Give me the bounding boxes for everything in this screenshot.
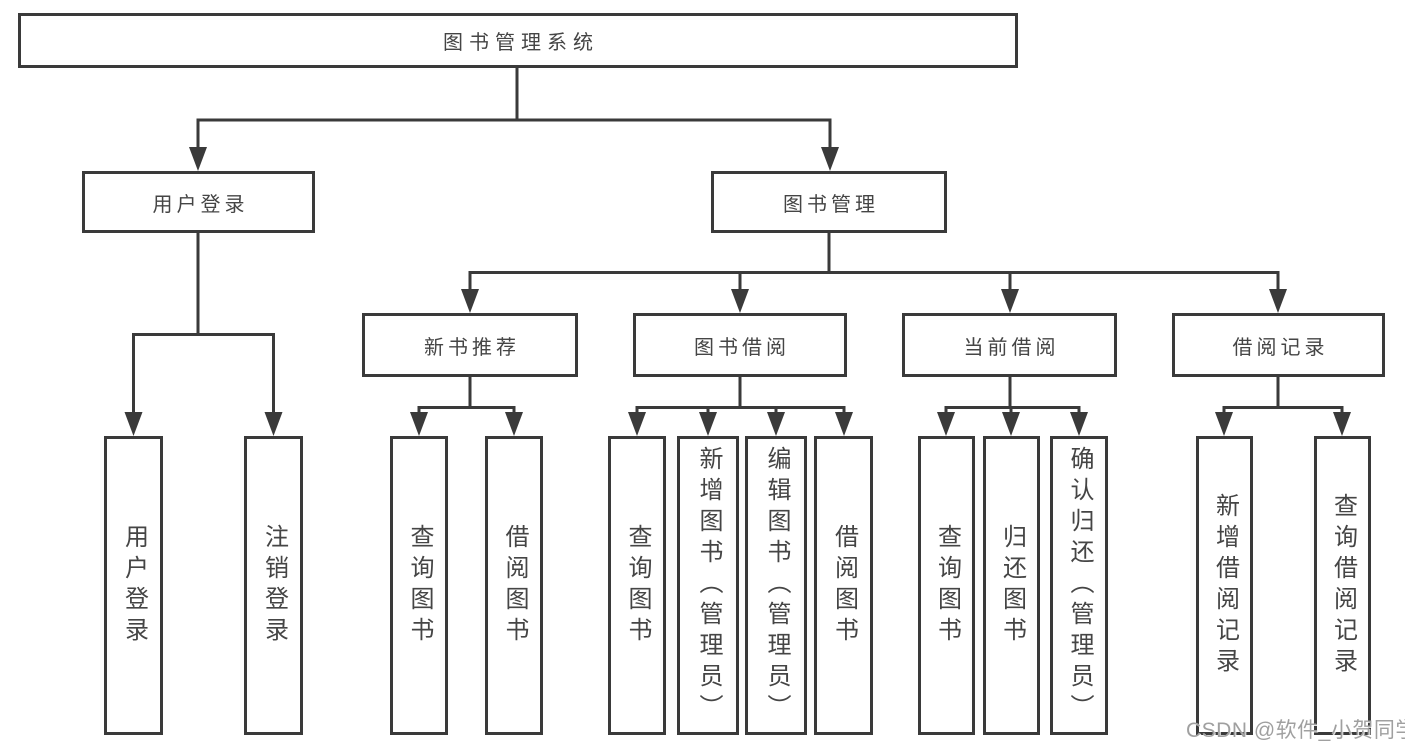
leaf-rec-borrow-books-label: 借阅图书 <box>501 523 528 648</box>
leaf-borrow-borrow-books-label: 借阅图书 <box>830 523 858 648</box>
leaf-current-confirm-return-admin-label: 确认归还（管理员） <box>1066 446 1093 725</box>
leaf-records-add-borrow-record: 新增借阅记录 <box>1196 436 1253 735</box>
leaf-current-return-books: 归还图书 <box>983 436 1040 735</box>
node-library-management-system: 图书管理系统 <box>18 13 1018 68</box>
leaf-user-login: 用户登录 <box>104 436 163 735</box>
leaf-user-login-label: 用户登录 <box>120 523 148 648</box>
node-book-borrowing: 图书借阅 <box>633 313 847 377</box>
leaf-logout-login: 注销登录 <box>244 436 303 735</box>
node-current-borrowing-label: 当前借阅 <box>963 336 1060 359</box>
node-new-book-recommendation-label: 新书推荐 <box>424 336 520 359</box>
node-borrowing-records-label: 借阅记录 <box>1232 336 1329 359</box>
leaf-current-confirm-return-admin: 确认归还（管理员） <box>1050 436 1108 735</box>
node-book-management: 图书管理 <box>711 171 947 233</box>
leaf-rec-query-books-label: 查询图书 <box>406 523 433 648</box>
node-current-borrowing: 当前借阅 <box>902 313 1117 377</box>
leaf-records-query-borrow-record: 查询借阅记录 <box>1314 436 1371 735</box>
node-library-management-system-label: 图书管理系统 <box>443 32 599 54</box>
csdn-watermark: CSDN @软件_小贺同学 <box>1186 719 1405 742</box>
leaf-current-return-books-label: 归还图书 <box>998 523 1026 648</box>
node-user-login-label: 用户登录 <box>152 193 249 216</box>
leaf-borrow-edit-books-admin: 编辑图书（管理员） <box>745 436 807 735</box>
leaf-logout-login-label: 注销登录 <box>260 523 288 648</box>
leaf-borrow-borrow-books: 借阅图书 <box>814 436 873 735</box>
leaf-borrow-edit-books-admin-label: 编辑图书（管理员） <box>763 446 790 725</box>
leaf-borrow-query-books-label: 查询图书 <box>624 523 651 648</box>
leaf-current-query-books-label: 查询图书 <box>933 523 961 648</box>
node-book-borrowing-label: 图书借阅 <box>694 336 790 359</box>
node-user-login: 用户登录 <box>82 171 315 233</box>
node-new-book-recommendation: 新书推荐 <box>362 313 578 377</box>
leaf-current-query-books: 查询图书 <box>918 436 975 735</box>
leaf-borrow-add-books-admin: 新增图书（管理员） <box>677 436 739 735</box>
node-borrowing-records: 借阅记录 <box>1172 313 1385 377</box>
leaf-borrow-query-books: 查询图书 <box>608 436 666 735</box>
leaf-rec-borrow-books: 借阅图书 <box>485 436 543 735</box>
leaf-records-add-borrow-record-label: 新增借阅记录 <box>1211 492 1239 679</box>
leaf-borrow-add-books-admin-label: 新增图书（管理员） <box>695 446 722 725</box>
leaf-rec-query-books: 查询图书 <box>390 436 448 735</box>
node-book-management-label: 图书管理 <box>783 193 879 216</box>
leaf-records-query-borrow-record-label: 查询借阅记录 <box>1329 492 1357 679</box>
